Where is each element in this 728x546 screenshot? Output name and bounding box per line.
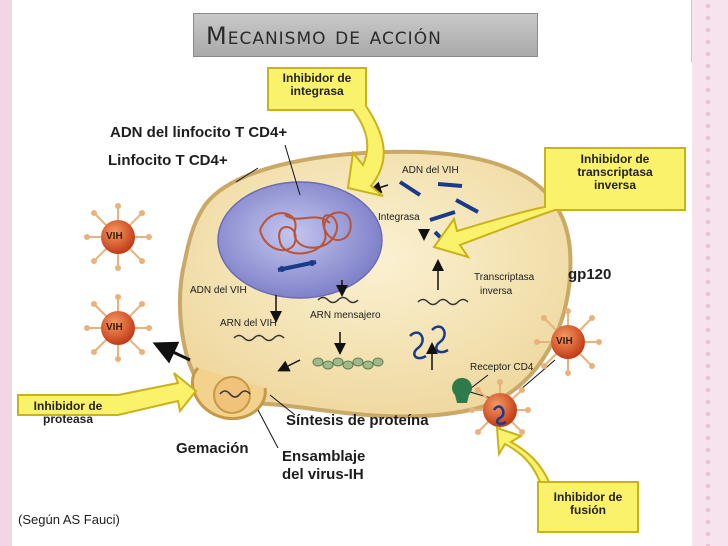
label-ensamblaje-1: Ensamblaje [282,448,366,465]
vih-label-1: VIH [106,231,123,242]
callout-proteasa-line1: Inhibidor de [33,399,103,413]
callout-integrasa-line2: integrasa [290,84,344,98]
vih-virus-1 [84,203,152,271]
callout-fusion-text: Inhibidor de fusión [540,491,636,517]
callout-fusion-shape [495,426,639,533]
label-linfocito: Linfocito T CD4+ [108,152,228,169]
label-gemacion: Gemación [176,440,249,457]
callout-fusion-line1: Inhibidor de [553,490,623,504]
callout-transcriptasa-line2: transcriptasa [577,165,653,179]
rna-inversa [417,298,469,306]
label-integrasa: Integrasa [378,212,420,223]
callout-transcriptasa-shape [432,147,686,259]
label-receptor-cd4: Receptor CD4 [470,362,534,373]
vih-label-2: VIH [106,322,123,333]
title-box: Mecanismo de acción [193,13,538,57]
nucleus [217,181,383,299]
label-adn-vih-nucleus: ADN del VIH [190,285,247,296]
slide-title: Mecanismo de acción [206,22,442,50]
label-arn-vih: ARN del VIH [220,318,277,329]
vih-virus-2 [84,294,152,362]
cd4-receptor [452,377,472,403]
label-sintesis: Síntesis de proteína [286,412,429,429]
label-ensamblaje-2: del virus-IH [282,466,364,483]
label-inversa: inversa [480,286,513,297]
label-transcriptasa: Transcriptasa [474,272,535,283]
callout-transcriptasa-text: Inhibidor de transcriptasa inversa [548,153,682,192]
callout-fusion-line2: fusión [570,503,606,517]
label-arn-mensajero: ARN mensajero [310,310,381,321]
callout-proteasa-text: Inhibidor de proteasa [20,400,116,426]
exit-arrow [152,341,191,364]
vih-virus-3 [534,308,602,376]
callout-transcriptasa-line1: Inhibidor de [580,152,650,166]
frame-left [0,0,12,546]
callout-integrasa-text: Inhibidor de integrasa [270,72,364,98]
chromatin [259,211,352,255]
callout-proteasa-line2: proteasa [42,412,94,426]
protein-beads [312,357,384,370]
frame-dots [702,0,714,546]
label-adn-vih-top: ADN del VIH [402,165,459,176]
callout-proteasa-shape [17,372,198,416]
vih-label-3: VIH [556,336,573,347]
callout-integrasa-shape [267,67,385,197]
rna-mensajero [317,296,359,304]
callout-transcriptasa-line3: inversa [593,178,637,192]
label-fuente: (Según AS Fauci) [18,512,120,527]
callout-integrasa-line1: Inhibidor de [282,71,352,85]
rna-vih [233,334,285,342]
label-gp120: gp120 [568,266,612,283]
label-adn-linfocito: ADN del linfocito T CD4+ [110,124,288,141]
